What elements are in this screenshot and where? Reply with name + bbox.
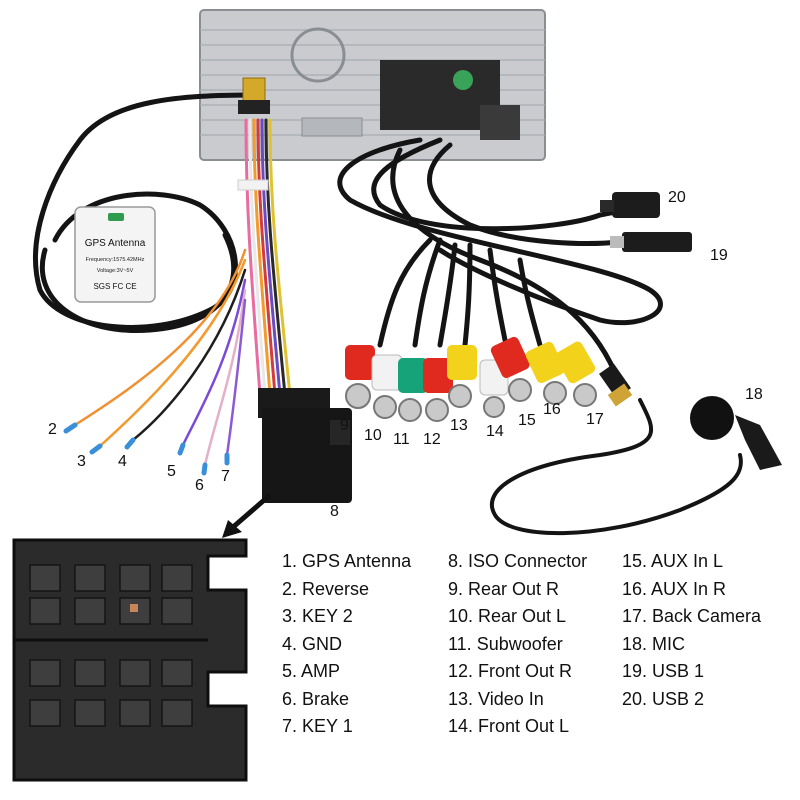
legend-item-5: 5. AMP <box>282 661 341 681</box>
head-unit-chassis <box>199 9 546 161</box>
rca-plug-11 <box>398 358 428 422</box>
callout-17: 17 <box>586 411 604 428</box>
pointer-arrow-head <box>222 520 242 538</box>
legend-item-1: 1. GPS Antenna <box>282 551 412 571</box>
legend-item-11: 11. Subwoofer <box>448 633 563 654</box>
rca-plug-17 <box>555 341 597 407</box>
legend-item-15: 15. AUX In L <box>622 551 724 571</box>
callout-8: 8 <box>330 503 339 520</box>
legend-item-4: 4. GND <box>282 633 343 654</box>
gps-sma-connector <box>238 77 270 114</box>
mic-cable <box>489 398 743 536</box>
legend-item-3: 3. KEY 2 <box>282 606 353 626</box>
legend-item-10: 10. Rear Out L <box>448 606 567 626</box>
callout-7: 7 <box>221 468 230 485</box>
gps-antenna-puck: GPS Antenna Frequency:1575.42MHz Voltage… <box>74 206 156 303</box>
gps-label-frequency: Frequency:1575.42MHz <box>86 257 145 263</box>
callout-12: 12 <box>423 431 441 448</box>
callout-numbers: 2 3 4 5 6 7 8 9 10 11 12 13 14 15 16 17 … <box>48 189 763 520</box>
legend-item-9: 9. Rear Out R <box>448 578 560 599</box>
iso-connector-plug <box>258 388 352 503</box>
legend-item-7: 7. KEY 1 <box>282 716 353 736</box>
rca-plug-9 <box>345 345 375 409</box>
callout-10: 10 <box>364 427 382 444</box>
callout-2: 2 <box>48 421 57 438</box>
callout-3: 3 <box>77 453 86 470</box>
callout-18: 18 <box>745 386 763 403</box>
loose-wires <box>73 248 247 467</box>
legend-item-13: 13. Video In <box>448 688 544 709</box>
back-camera-jack <box>599 363 633 407</box>
gps-label-voltage: Voltage:3V~5V <box>97 268 134 274</box>
usb2-plug <box>600 192 660 218</box>
callout-14: 14 <box>486 423 504 440</box>
rca-plug-16 <box>525 341 567 405</box>
wire-tips <box>63 422 230 476</box>
rca-plug-13 <box>447 345 477 408</box>
rca-usb-cables <box>337 137 663 388</box>
rca-plug-15 <box>490 336 532 402</box>
legend-item-14: 14. Front Out L <box>448 716 570 736</box>
iso-connector-face <box>12 538 248 782</box>
rca-plug-10 <box>371 354 403 419</box>
main-wire-bundle <box>237 118 292 397</box>
callout-6: 6 <box>195 477 204 494</box>
mic-head <box>690 396 782 470</box>
legend-item-16: 16. AUX In R <box>622 578 727 599</box>
legend-item-17: 17. Back Camera <box>622 606 762 626</box>
legend-item-2: 2. Reverse <box>282 578 370 599</box>
usb1-socket <box>610 232 692 252</box>
callout-13: 13 <box>450 417 468 434</box>
gps-label-title: GPS Antenna <box>85 238 146 249</box>
pointer-arrow <box>230 493 272 530</box>
callout-9: 9 <box>340 417 349 434</box>
legend-item-18: 18. MIC <box>622 633 686 654</box>
rca-plug-12 <box>423 358 453 422</box>
callout-20: 20 <box>668 189 686 206</box>
callout-4: 4 <box>118 453 127 470</box>
legend-item-6: 6. Brake <box>282 688 350 709</box>
legend-item-8: 8. ISO Connector <box>448 551 588 571</box>
callout-11: 11 <box>393 431 410 448</box>
callout-15: 15 <box>518 412 536 429</box>
callout-19: 19 <box>710 247 728 264</box>
legend-column-3: 15. AUX In L 16. AUX In R 17. Back Camer… <box>622 548 761 713</box>
legend-item-19: 19. USB 1 <box>622 661 705 681</box>
legend-column-1: 1. GPS Antenna 2. Reverse 3. KEY 2 4. GN… <box>282 548 411 741</box>
callout-5: 5 <box>167 463 176 480</box>
gps-label-marks: SGS FC CE <box>93 282 136 291</box>
legend-item-20: 20. USB 2 <box>622 688 705 709</box>
legend-column-2: 8. ISO Connector 9. Rear Out R 10. Rear … <box>448 548 587 741</box>
legend-item-12: 12. Front Out R <box>448 661 573 681</box>
callout-16: 16 <box>543 401 561 418</box>
